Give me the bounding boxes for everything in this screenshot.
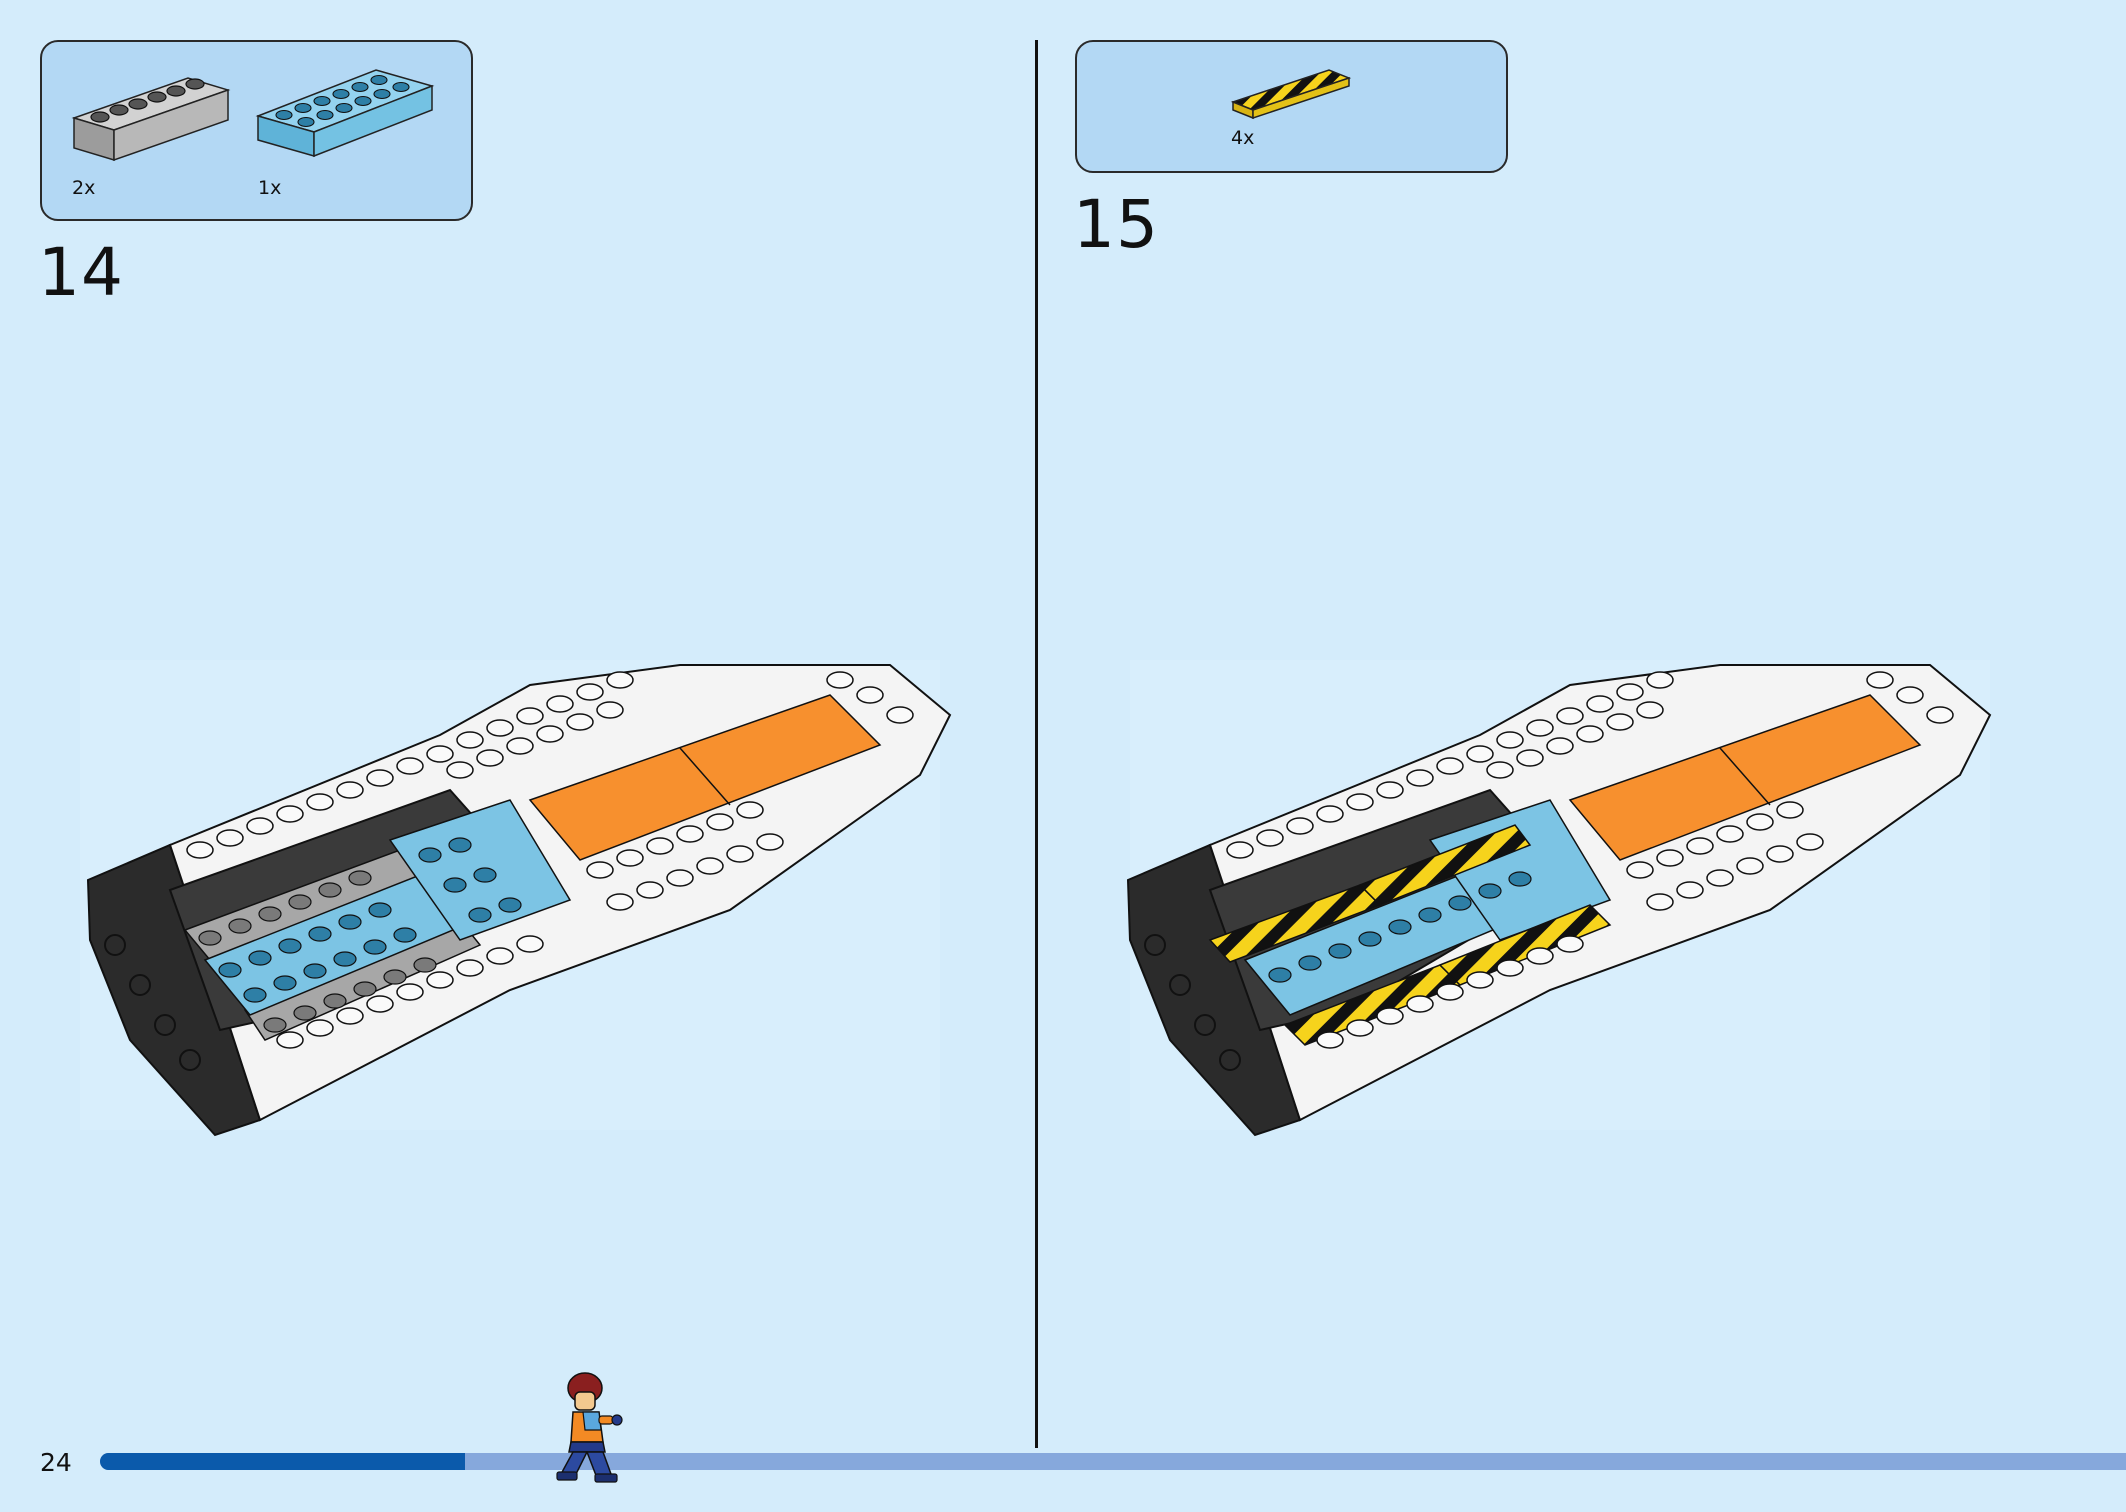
parts-callout-step-14: 2x 1x bbox=[40, 40, 473, 221]
part-quantity-gray-brick: 2x bbox=[72, 177, 96, 199]
spaceship-hull-step-15-illustration bbox=[1126, 660, 1992, 1137]
step-number-15: 15 bbox=[1073, 186, 1159, 263]
hazard-stripe-tile-icon bbox=[1230, 69, 1352, 120]
page-number: 24 bbox=[40, 1448, 72, 1477]
minifigure-runner-icon bbox=[556, 1372, 623, 1483]
light-blue-plate-2x6-icon bbox=[255, 69, 435, 158]
progress-bar-fill bbox=[100, 1453, 465, 1470]
part-quantity-hazard-tile: 4x bbox=[1231, 127, 1255, 149]
step-divider bbox=[1035, 40, 1038, 1448]
parts-callout-step-15: 4x bbox=[1075, 40, 1508, 173]
part-quantity-light-blue-plate: 1x bbox=[258, 177, 282, 199]
gray-brick-1x6-icon bbox=[71, 77, 231, 162]
step-number-14: 14 bbox=[38, 234, 124, 311]
spaceship-hull-step-14-illustration bbox=[80, 660, 952, 1137]
